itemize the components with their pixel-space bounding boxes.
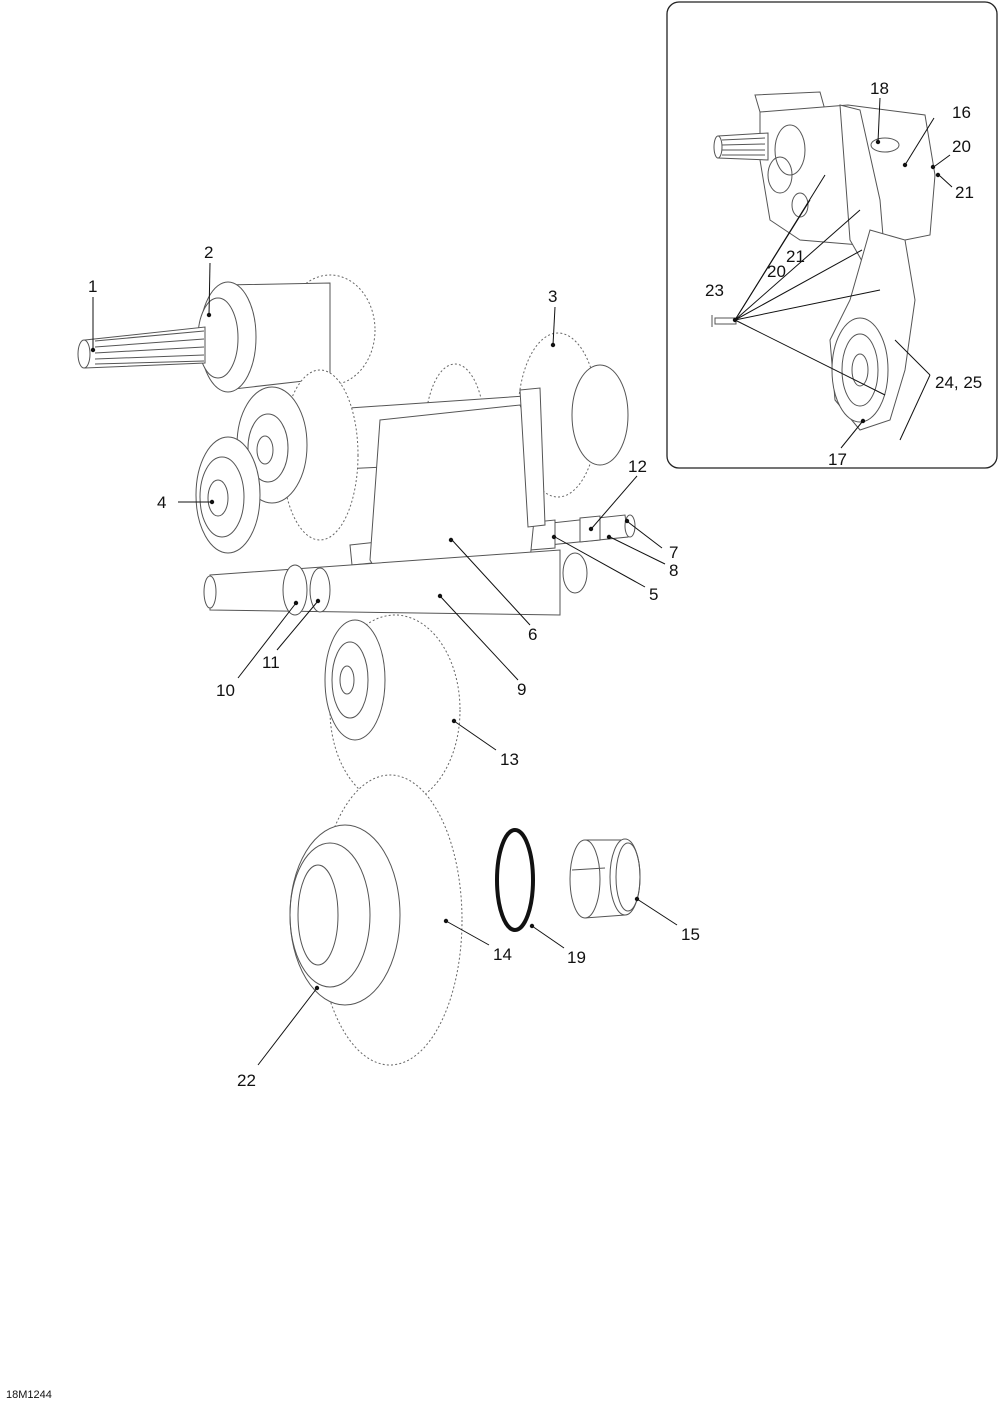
callout-5: 5 [649,585,658,604]
callout-8: 8 [669,561,678,580]
callout-9: 9 [517,680,526,699]
gear-train-assembly [77,274,641,1066]
bearing-4 [195,436,261,554]
callout-15: 15 [681,925,700,944]
callout-12: 12 [628,457,647,476]
callouts: 1 2 3 4 12 7 8 5 6 9 10 11 13 14 19 15 2… [88,243,700,1090]
o-ring-19 [495,828,535,932]
callout-22: 22 [237,1071,256,1090]
output-shaft-gear [77,274,376,393]
callout-14: 14 [493,945,512,964]
callout-4: 4 [157,493,166,512]
callout-10: 10 [216,681,235,700]
callout-1: 1 [88,277,97,296]
callout-20-inset-center: 20 [767,262,786,281]
idler-gear-13 [324,614,461,806]
callout-3: 3 [548,287,557,306]
callout-24-25: 24, 25 [935,373,982,392]
callout-18: 18 [870,79,889,98]
callout-19: 19 [567,948,586,967]
callout-6: 6 [528,625,537,644]
shift-mechanism [203,387,636,616]
inset-gearbox-assembly [711,91,936,431]
callout-21-inset-right: 21 [955,183,974,202]
inset-panel: 18 16 20 21 21 20 23 24, 25 17 [666,1,998,469]
sleeve-15 [569,838,641,919]
callout-7: 7 [669,543,678,562]
callout-20-inset-right: 20 [952,137,971,156]
callout-21-inset-center: 21 [786,247,805,266]
callout-2: 2 [204,243,213,262]
output-gear-14 [289,774,463,1066]
callout-23: 23 [705,281,724,300]
callout-11: 11 [262,653,280,672]
leader-lines [90,262,678,1066]
diagram-code: 18M1244 [6,1389,52,1401]
callout-16: 16 [952,103,971,122]
callout-13: 13 [500,750,519,769]
callout-17: 17 [828,450,847,469]
